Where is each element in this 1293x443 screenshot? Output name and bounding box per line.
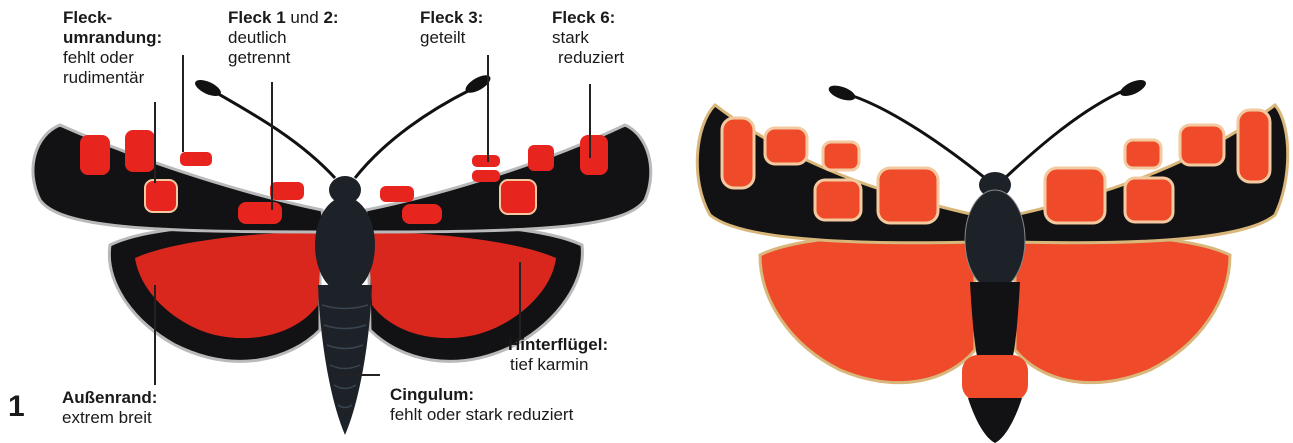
label-fleck6-title: Fleck 6: xyxy=(552,8,615,27)
figure-number: 1 xyxy=(8,390,25,424)
label-fleck12-bold2: 2: xyxy=(323,8,338,27)
spot-5-right-2 xyxy=(1180,125,1224,165)
label-fleck12-text1: deutlich xyxy=(228,28,339,48)
label-hinterfluegel-title: Hinterflügel: xyxy=(508,335,608,354)
label-fleckumrandung-text1: fehlt oder xyxy=(63,48,162,68)
spot-5-left xyxy=(125,130,155,172)
spot-4-left xyxy=(145,180,177,212)
label-fleckumrandung-title2: umrandung: xyxy=(63,28,162,47)
label-cingulum-title: Cingulum: xyxy=(390,385,474,404)
label-fleck3-text: geteilt xyxy=(420,28,483,48)
abdomen-tip-right xyxy=(968,398,1022,443)
spot-1-2-right-2 xyxy=(1045,168,1105,223)
spot-2-left xyxy=(238,202,282,224)
spot-3-left-2 xyxy=(823,142,859,170)
spot-6-left xyxy=(80,135,110,175)
spot-3-left xyxy=(180,152,212,166)
label-fleckumrandung-title1: Fleck- xyxy=(63,8,112,27)
label-hinterfluegel: Hinterflügel: tief karmin xyxy=(508,335,608,375)
spot-3-right-2 xyxy=(1125,140,1161,168)
right-moth xyxy=(697,77,1287,443)
hindwing-right-2 xyxy=(1015,234,1230,383)
spot-6-right xyxy=(580,135,608,175)
antenna-club-left xyxy=(193,77,223,100)
label-fleck6-text1: stark xyxy=(552,28,624,48)
spot-4-right-2 xyxy=(1125,178,1173,222)
spot-6-left-2 xyxy=(722,118,754,188)
thorax-left xyxy=(315,197,375,293)
antenna-club-left-2 xyxy=(827,83,857,104)
spot-1-2-left-2 xyxy=(878,168,938,223)
label-aussenrand-title: Außenrand: xyxy=(62,388,157,407)
label-hinterfluegel-text: tief karmin xyxy=(508,355,608,375)
left-moth xyxy=(33,72,651,435)
label-fleckumrandung-text2: rudimentär xyxy=(63,68,162,88)
spot-5-right xyxy=(528,145,554,171)
abdomen-upper-right xyxy=(970,282,1020,360)
spot-6-right-2 xyxy=(1238,110,1270,182)
label-cingulum-text: fehlt oder stark reduziert xyxy=(390,405,573,425)
spot-2-right xyxy=(402,204,442,224)
label-fleckumrandung: Fleck- umrandung: fehlt oder rudimentär xyxy=(63,8,162,88)
antenna-club-right-2 xyxy=(1118,77,1148,100)
label-fleck12-mid: und xyxy=(286,8,324,27)
label-cingulum: Cingulum: fehlt oder stark reduziert xyxy=(390,385,573,425)
thorax-right xyxy=(965,190,1025,290)
spot-1-right xyxy=(380,186,414,202)
cingulum-band-right xyxy=(962,355,1028,401)
hindwing-left-2 xyxy=(760,234,975,383)
label-fleck12-text2: getrennt xyxy=(228,48,339,68)
label-fleck3-title: Fleck 3: xyxy=(420,8,483,27)
label-aussenrand-text: extrem breit xyxy=(62,408,157,428)
abdomen-left xyxy=(318,285,372,435)
spot-3a-right xyxy=(472,155,500,167)
label-fleck6: Fleck 6: stark reduziert xyxy=(552,8,624,68)
spot-4-right xyxy=(500,180,536,214)
label-fleck12-bold1: Fleck 1 xyxy=(228,8,286,27)
spot-4-left-2 xyxy=(815,180,861,220)
spot-5-left-2 xyxy=(765,128,807,164)
label-fleck3: Fleck 3: geteilt xyxy=(420,8,483,48)
spot-3b-right xyxy=(472,170,500,182)
label-fleck12: Fleck 1 und 2: deutlich getrennt xyxy=(228,8,339,68)
label-fleck6-text2: reduziert xyxy=(552,48,624,68)
spot-1-left xyxy=(270,182,304,200)
label-aussenrand: Außenrand: extrem breit xyxy=(62,388,157,428)
